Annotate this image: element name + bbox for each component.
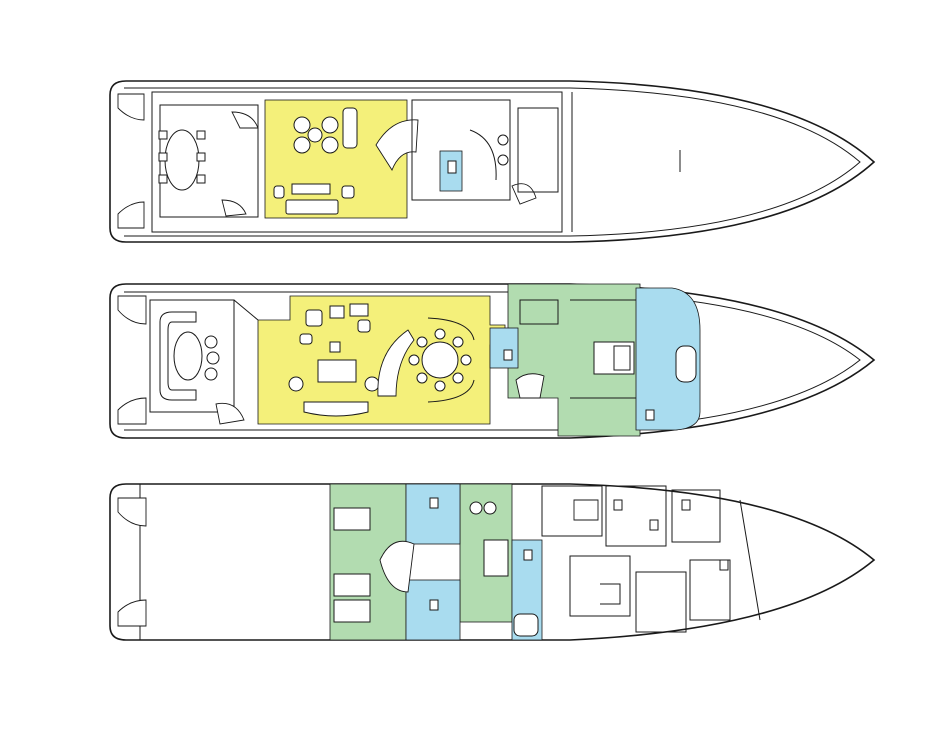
upper-deck <box>109 80 876 243</box>
dining-table-icon <box>164 129 200 191</box>
spiral-stair-icon <box>375 119 419 171</box>
spiral-stair-icon <box>231 111 259 129</box>
main-bathroom-zone <box>635 287 701 431</box>
bed-icon <box>333 507 509 623</box>
upper-deck-inner-rail <box>124 87 861 237</box>
bathtub-icon <box>513 613 539 637</box>
spiral-stair-icon <box>117 295 147 325</box>
spiral-stair-icon <box>215 402 245 425</box>
spiral-stair-icon <box>117 497 147 527</box>
spiral-stair-icon <box>377 329 415 397</box>
sofa-icon <box>159 311 197 401</box>
upper-wheelhouse <box>411 99 511 201</box>
toilet-icon <box>429 497 533 611</box>
lower-deck <box>109 483 876 641</box>
main-aft-cockpit <box>149 299 235 413</box>
spiral-stair-icon <box>515 373 545 399</box>
sofa-icon <box>303 401 369 417</box>
toilet-icon <box>613 499 729 571</box>
dining-table-icon <box>173 331 203 381</box>
sofa-icon <box>285 199 339 215</box>
spiral-stair-icon <box>573 499 599 521</box>
chair-icon <box>408 328 472 392</box>
main-salon-furniture <box>288 303 380 417</box>
main-salon-zone <box>257 295 506 425</box>
main-bathroom-zone-2 <box>489 327 519 369</box>
upper-helm <box>517 107 559 193</box>
upper-salon-furniture <box>273 107 358 215</box>
lower-bathroom-zone-1 <box>405 483 461 545</box>
main-deck <box>109 283 876 439</box>
chair-icon <box>158 130 206 184</box>
bathtub-icon <box>675 345 697 383</box>
dining-table-icon <box>421 341 459 379</box>
upper-deckhouse <box>151 91 563 233</box>
toilet-icon <box>447 160 457 174</box>
spiral-stair-icon <box>379 540 415 593</box>
spiral-stair-icon <box>117 93 145 121</box>
toilet-icon <box>645 409 655 421</box>
